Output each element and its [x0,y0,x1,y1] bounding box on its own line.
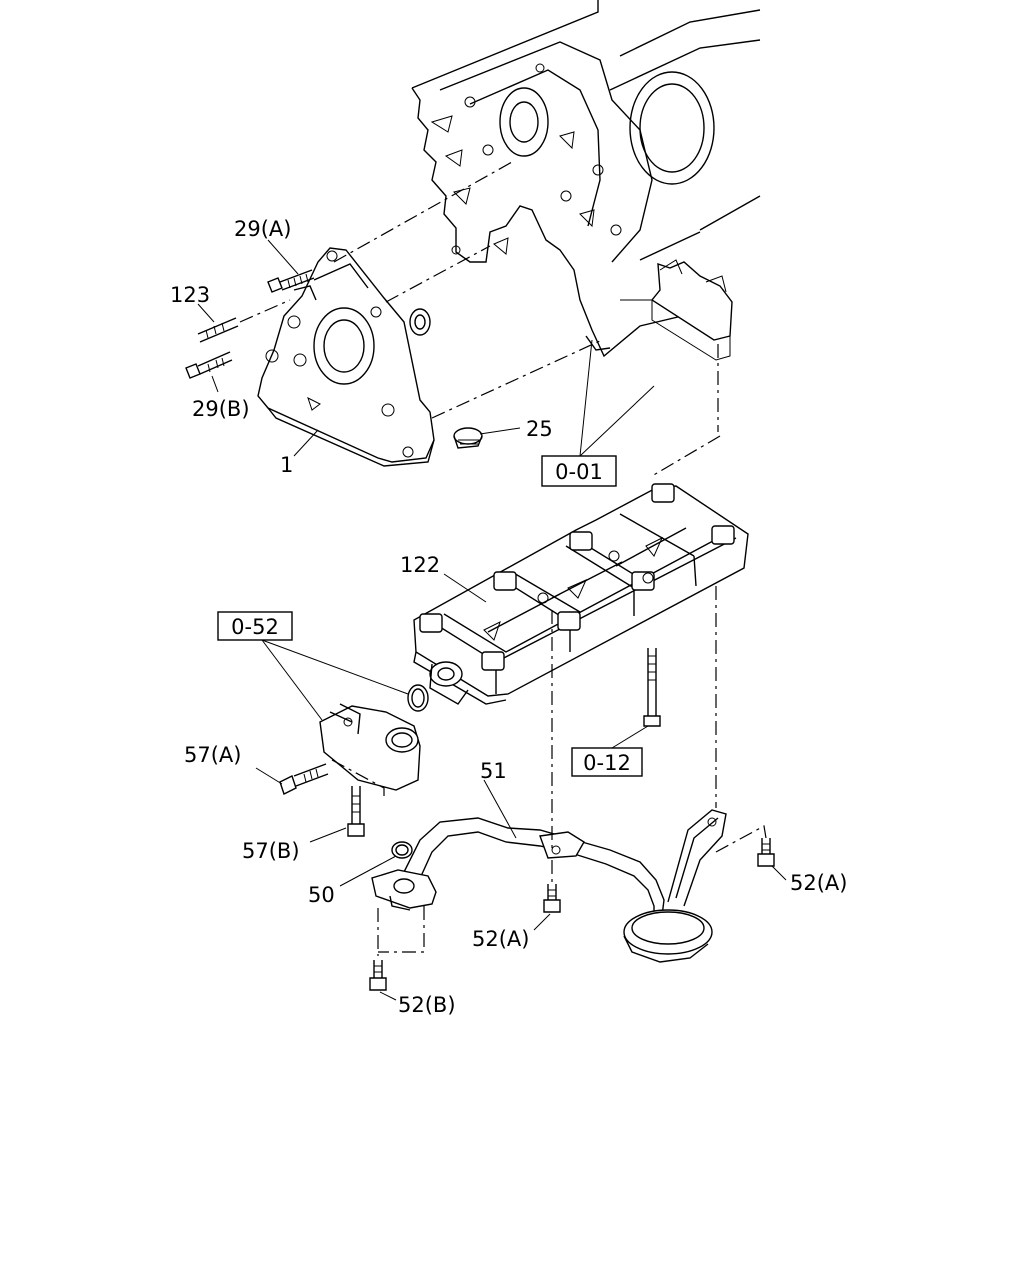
alignment-lines-lower [377,586,767,956]
gasket-50 [391,841,413,859]
ref-0-12-label: 0-12 [583,751,631,775]
ref-box-0-12[interactable]: 0-12 [571,747,643,777]
plug-25 [453,427,483,449]
stud-123 [197,317,239,343]
ref-0-52-label: 0-52 [231,615,279,639]
pipe-connector [319,703,421,791]
alignment-57 [331,759,385,796]
bearing-cap [650,259,733,361]
label-57b: 57(B) [242,839,300,863]
engine-block [411,0,761,358]
label-29b: 29(B) [192,397,250,421]
label-29a: 29(A) [234,217,291,241]
label-50: 50 [308,883,335,907]
part-labels: 29(A) 123 29(B) 1 25 122 57(A) 57(B) 51 … [170,217,847,1017]
o-ring-0-52 [407,684,429,712]
bolt-0-12 [643,648,661,727]
label-52a-left: 52(A) [472,927,529,951]
label-57a: 57(A) [184,743,241,767]
ref-box-0-01[interactable]: 0-01 [541,455,617,487]
label-25: 25 [526,417,553,441]
alignment-lines-upper [239,161,721,477]
bolt-57b [347,786,365,837]
stiffener-122 [413,483,749,705]
label-123: 123 [170,283,210,307]
label-122: 122 [400,553,440,577]
oil-pump [257,247,435,467]
label-1: 1 [280,453,293,477]
bolt-52a-right [757,838,775,867]
ref-0-01-label: 0-01 [555,460,603,484]
ref-box-0-52[interactable]: 0-52 [217,611,293,641]
bolt-29a [267,269,315,293]
bolt-29b [185,351,233,379]
bolt-57a [279,763,329,795]
bolt-52b [369,960,387,991]
leader-lines [197,239,787,1001]
bolt-52a-left [543,884,561,913]
oil-pipe-51 [371,809,727,963]
label-51: 51 [480,759,507,783]
label-52a-right: 52(A) [790,871,847,895]
label-52b: 52(B) [398,993,456,1017]
